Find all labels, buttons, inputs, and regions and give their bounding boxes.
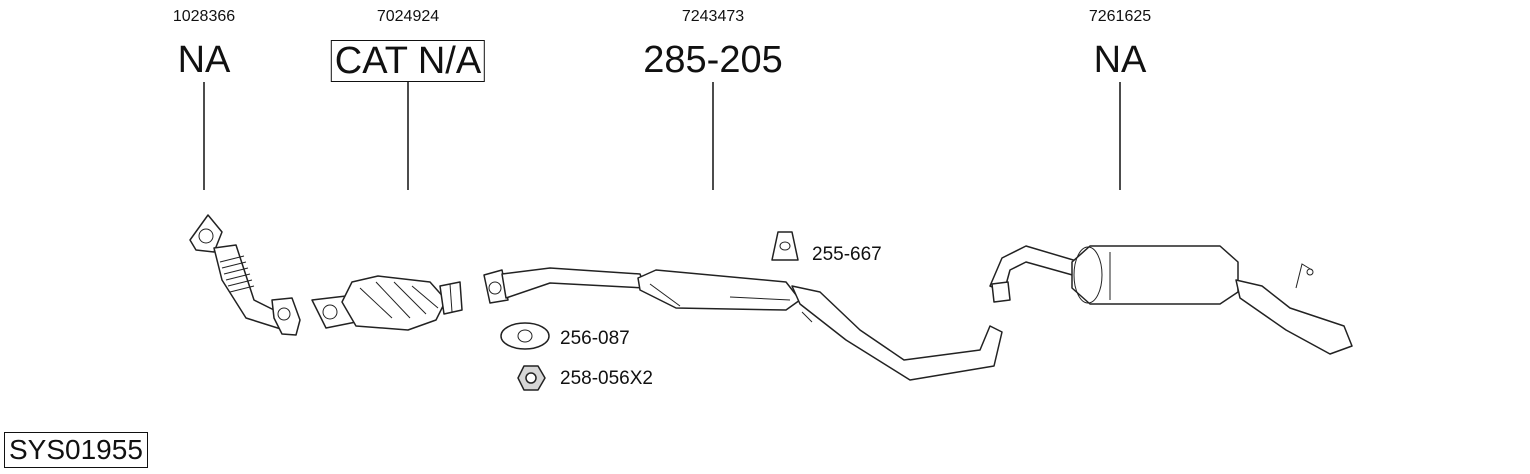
part-article-number: 7261625: [1088, 8, 1152, 25]
rubber-hanger-icon: [771, 231, 799, 261]
middle-silencer-drawing: [483, 267, 1003, 381]
gasket-icon: [500, 322, 550, 350]
catalytic-converter-drawing: [311, 275, 463, 331]
part-code: NA: [1093, 39, 1147, 81]
part-article-number: 1028366: [172, 8, 236, 25]
accessory-code: 256-087: [560, 328, 630, 349]
system-code: SYS01955: [4, 432, 148, 468]
part-article-number: 7024924: [376, 8, 440, 25]
accessory-code: 258-056X2: [560, 368, 653, 389]
accessory-code: 255-667: [812, 244, 882, 265]
part-code: CAT N/A: [330, 40, 486, 82]
part-code: NA: [177, 39, 231, 81]
part-code: 285-205: [643, 39, 783, 81]
rear-silencer-drawing: [989, 245, 1353, 355]
part-article-number: 7243473: [681, 8, 745, 25]
front-pipe-drawing: [189, 214, 301, 336]
hex-nut-icon: [517, 365, 546, 391]
